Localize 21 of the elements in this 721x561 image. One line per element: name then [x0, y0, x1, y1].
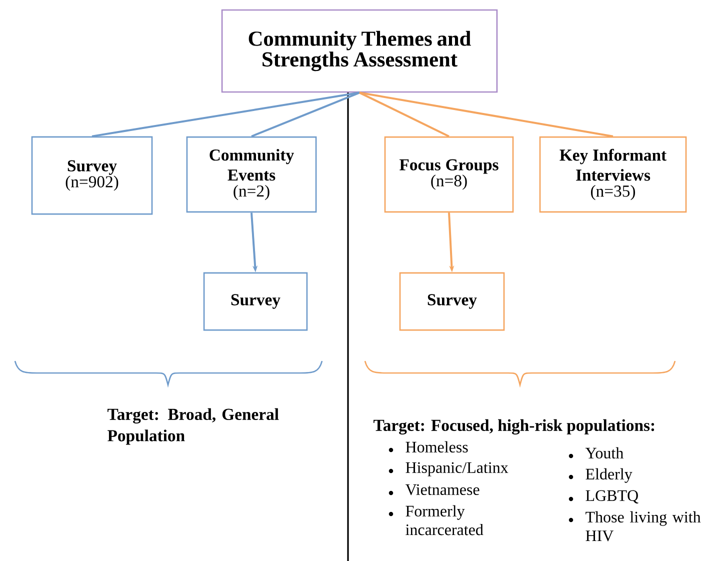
list-item: Hispanic/Latinx — [388, 462, 508, 476]
list-item: Homeless — [388, 441, 468, 453]
list-item: Youth — [568, 447, 624, 459]
list-item: LGBTQ — [568, 490, 638, 504]
list-item: Those living with HIV — [568, 511, 701, 542]
connector-line — [359, 92, 614, 138]
title-box: Community Themes and Strengths Assessment — [221, 9, 498, 93]
connector-line — [251, 92, 360, 138]
connector-line — [92, 92, 360, 138]
process-box: Survey (n=902) — [31, 136, 153, 215]
process-box: Survey — [399, 272, 505, 331]
target-text: Target: Focused, high-risk populations: — [374, 419, 654, 435]
list-item: Vietnamese — [388, 484, 480, 496]
process-box: Key Informant Interviews (n=35) — [539, 136, 687, 213]
list-item: Formerly incarcerated — [388, 505, 484, 536]
target-text: Target: Broad, General Population — [108, 408, 279, 445]
process-box: Community Events (n=2) — [186, 136, 317, 213]
connector-line — [359, 92, 450, 138]
process-box: Focus Groups (n=8) — [384, 136, 514, 213]
process-box: Survey — [203, 272, 308, 331]
list-item: Elderly — [568, 468, 632, 483]
